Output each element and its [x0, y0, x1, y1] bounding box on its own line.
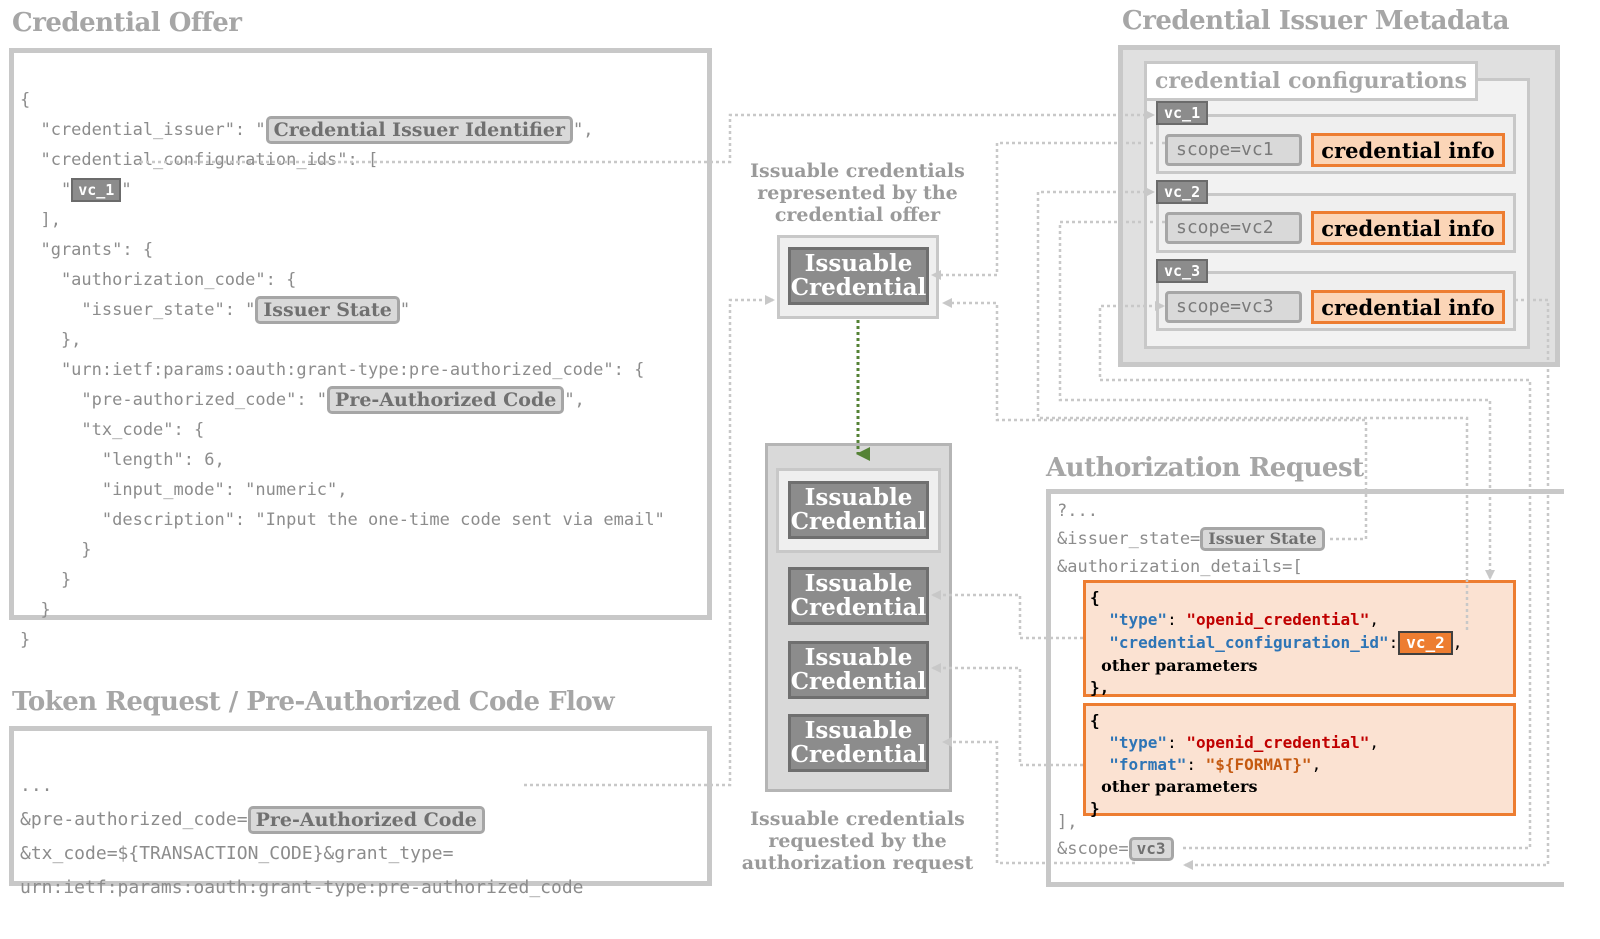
- detail-close: },: [1090, 678, 1110, 697]
- link-vc1-to-offer-credential: [931, 141, 1165, 280]
- code-line: "grants": {: [20, 240, 154, 260]
- token-request-title: Token Request / Pre-Authorized Code Flow: [12, 687, 615, 717]
- code-line: {: [20, 90, 31, 110]
- scope-box: scope=vc1: [1165, 134, 1302, 166]
- credential-issuer-identifier-tag: Credential Issuer Identifier: [265, 116, 573, 144]
- link-issuer-state-to-offer: [942, 298, 1368, 541]
- issuable-credential-requested: Issuable Credential: [788, 481, 929, 539]
- credential-info-box: credential info: [1311, 211, 1505, 245]
- pre-authorized-code-tag: Pre-Authorized Code: [327, 386, 565, 414]
- config-id-tag: vc_1: [1156, 101, 1209, 125]
- code-line: "tx_code": {: [20, 420, 205, 440]
- code-line: &pre-authorized_code=Pre-Authorized Code: [20, 803, 584, 837]
- issuer-state-tag: Issuer State: [255, 296, 400, 324]
- code-line: }: [20, 600, 51, 620]
- link-detail2-to-credential: [931, 663, 1083, 767]
- credential-info-box: credential info: [1311, 290, 1505, 324]
- code-line: urn:ietf:params:oauth:grant-type:pre-aut…: [20, 877, 584, 898]
- detail-open: {: [1090, 588, 1100, 607]
- detail-line: "credential_configuration_id":vc_2,: [1090, 631, 1509, 655]
- code-line: ],: [20, 210, 61, 230]
- scope-box: scope=vc3: [1165, 291, 1302, 323]
- code-line: &tx_code=${TRANSACTION_CODE}&grant_type=: [20, 843, 454, 864]
- token-request-code: ... &pre-authorized_code=Pre-Authorized C…: [20, 735, 584, 939]
- code-line: "pre-authorized_code": "Pre-Authorized C…: [20, 385, 665, 415]
- config-id-tag: vc_3: [1156, 259, 1209, 283]
- code-line: "urn:ietf:params:oauth:grant-type:pre-au…: [20, 360, 645, 380]
- detail-line: "format": "${FORMAT}",: [1109, 755, 1322, 774]
- code-line: "credential_configuration_ids": [: [20, 150, 379, 170]
- issuable-credential-requested: Issuable Credential: [788, 567, 929, 625]
- auth-line: &authorization_details=[: [1057, 557, 1303, 577]
- scope-box: scope=vc2: [1165, 212, 1302, 244]
- code-line: "credential_issuer": "Credential Issuer …: [20, 115, 665, 145]
- code-line: "description": "Input the one-time code …: [20, 510, 665, 530]
- auth-line: ?...: [1057, 501, 1098, 521]
- code-line: },: [20, 330, 82, 350]
- code-line: "input_mode": "numeric",: [20, 480, 348, 500]
- credential-info-box: credential info: [1311, 133, 1505, 167]
- link-vc2-to-metadata: [1036, 187, 1469, 630]
- link-scope-vc3-to-credential: [1098, 301, 1532, 850]
- code-line: }: [20, 570, 72, 590]
- request-caption: Issuable credentials requested by the au…: [741, 808, 974, 874]
- code-line: "length": 6,: [20, 450, 225, 470]
- connector-lines: [140, 110, 1550, 870]
- authorization-detail-2: { "type": "openid_credential", "format":…: [1083, 703, 1516, 818]
- offer-caption: Issuable credentials represented by the …: [750, 160, 965, 226]
- auth-request-title: Authorization Request: [1046, 453, 1364, 483]
- authorization-detail-1: { "type": "openid_credential", "credenti…: [1083, 580, 1516, 697]
- code-line: ...: [20, 775, 53, 796]
- detail-open: {: [1090, 711, 1100, 730]
- issuer-state-tag: Issuer State: [1200, 527, 1325, 551]
- link-metadata-vc2-to-detail: [1058, 220, 1495, 580]
- configurations-label: credential configurations: [1144, 61, 1479, 101]
- scope-vc3-tag: vc3: [1128, 837, 1174, 861]
- detail-other: other parameters: [1101, 656, 1258, 675]
- metadata-title: Credential Issuer Metadata: [1122, 6, 1509, 36]
- vc1-tag: vc_1: [71, 178, 122, 202]
- issuable-credential-requested: Issuable Credential: [788, 714, 929, 772]
- link-offer-vc1-to-metadata: [140, 110, 1155, 164]
- auth-line: &issuer_state=Issuer State: [1057, 525, 1325, 553]
- pre-authorized-code-tag: Pre-Authorized Code: [247, 806, 485, 834]
- issuable-credential-requested: Issuable Credential: [788, 641, 929, 699]
- config-id-tag: vc_2: [1156, 180, 1209, 204]
- code-line: "issuer_state": "Issuer State": [20, 295, 665, 325]
- link-scope-to-requested: [942, 737, 1135, 865]
- credential-offer-title: Credential Offer: [12, 8, 242, 38]
- link-preauth-to-offer-credential: [524, 295, 775, 787]
- issuable-credential-offer: Issuable Credential: [788, 247, 929, 305]
- code-line: "vc_1": [20, 178, 132, 202]
- code-line: }: [20, 630, 31, 650]
- link-vc3-info-to-scope: [1183, 298, 1550, 870]
- credential-offer-code: { "credential_issuer": "Credential Issue…: [20, 55, 665, 685]
- detail-close: }: [1090, 799, 1100, 818]
- detail-line: "type": "openid_credential",: [1109, 733, 1379, 752]
- code-line: }: [20, 540, 92, 560]
- auth-line: &scope=vc3: [1057, 835, 1174, 863]
- vc2-reference-tag: vc_2: [1398, 631, 1453, 655]
- link-detail1-to-credential: [931, 590, 1083, 640]
- detail-line: "type": "openid_credential",: [1109, 610, 1379, 629]
- auth-line: ],: [1057, 812, 1078, 832]
- detail-other: other parameters: [1101, 777, 1258, 796]
- code-line: "authorization_code": {: [20, 270, 297, 290]
